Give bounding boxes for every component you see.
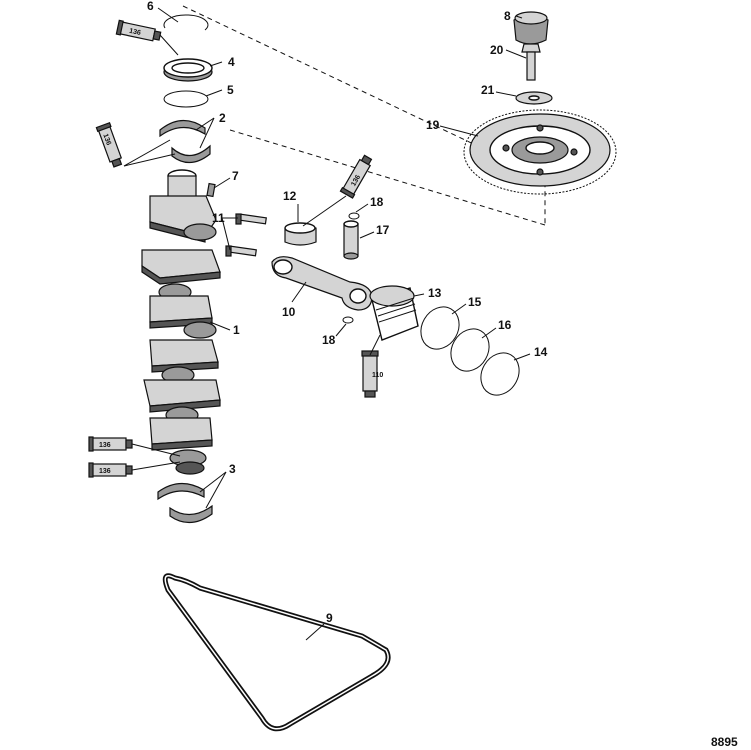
reference-number: 8895 — [711, 735, 738, 749]
washer-part-21 — [515, 91, 553, 105]
bolt-part-20 — [521, 43, 541, 81]
callout-5: 5 — [227, 83, 234, 97]
sealant-tube-136-lower-1: 136 — [88, 436, 133, 452]
piston-pin-part-17 — [343, 220, 359, 260]
callout-11: 11 — [212, 211, 225, 225]
cap-part-8 — [513, 11, 549, 45]
piston-ring-part-15 — [420, 306, 460, 350]
callout-12: 12 — [283, 189, 297, 203]
tube-label: 110 — [372, 372, 383, 379]
crankshaft-part-1 — [141, 169, 221, 475]
piston-ring-part-14 — [480, 352, 520, 396]
callout-9: 9 — [326, 611, 333, 625]
main-bearing-part-2 — [159, 119, 211, 164]
sealant-tube-136-lower-2: 136 — [88, 462, 133, 478]
callout-1: 1 — [233, 323, 240, 337]
callout-13: 13 — [428, 286, 442, 300]
key-part-7 — [206, 182, 216, 198]
callout-7: 7 — [232, 169, 239, 183]
tube-label: 136 — [99, 442, 111, 449]
connecting-rod-part-10 — [271, 256, 373, 311]
callout-3: 3 — [229, 462, 236, 476]
callout-21: 21 — [481, 83, 495, 97]
tube-label: 136 — [129, 28, 142, 37]
callout-6: 6 — [147, 0, 154, 13]
flywheel-part-19 — [463, 109, 617, 195]
retaining-ring-part-18-lower — [342, 316, 354, 324]
callout-4: 4 — [228, 55, 235, 69]
callout-8: 8 — [504, 9, 511, 23]
callout-18-upper: 18 — [370, 195, 384, 209]
callout-18-lower: 18 — [322, 333, 336, 347]
rod-bearing-part-12 — [284, 222, 317, 246]
drive-belt-part-9 — [162, 573, 391, 732]
retaining-ring-part-18-upper — [348, 212, 360, 220]
seal-part-4 — [163, 58, 213, 82]
tube-label: 136 — [350, 174, 362, 188]
rod-bolt-part-11 — [225, 213, 267, 257]
callout-16: 16 — [498, 318, 512, 332]
tube-label: 136 — [99, 468, 111, 475]
tube-label: 136 — [101, 133, 112, 146]
callout-15: 15 — [468, 295, 482, 309]
thrust-bearing-part-3 — [157, 482, 213, 524]
leader-lines — [157, 7, 531, 641]
piston-part-13 — [369, 285, 419, 341]
sealant-tube-110: 110 — [361, 350, 383, 398]
alignment-dashed-line — [182, 5, 546, 226]
callout-2: 2 — [219, 111, 226, 125]
sealant-tube-136-left: 136 — [95, 122, 123, 168]
sealant-tube-136-top: 136 — [115, 19, 162, 42]
o-ring-part-5 — [163, 90, 209, 108]
callout-20: 20 — [490, 43, 504, 57]
snap-ring-part-6 — [163, 14, 209, 31]
callout-10: 10 — [282, 305, 296, 319]
sealant-tube-136-centre: 136 — [339, 154, 373, 199]
callout-19: 19 — [426, 118, 440, 132]
callout-labels: 6 4 5 2 7 11 1 3 9 8 20 21 19 12 18 17 1… — [147, 0, 548, 625]
callout-14: 14 — [534, 345, 548, 359]
piston-ring-part-16 — [450, 328, 490, 372]
callout-17: 17 — [376, 223, 390, 237]
